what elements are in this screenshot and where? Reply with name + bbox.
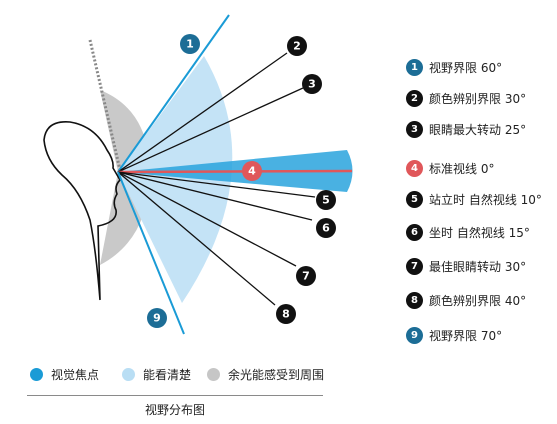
legend-label: 眼睛最大转动 25° xyxy=(429,122,527,137)
svg-text:6: 6 xyxy=(322,222,330,235)
legend-badge: 3 xyxy=(406,120,423,138)
sight-line-9 xyxy=(117,171,185,335)
legend-item-7: 7 最佳眼睛转动 30° xyxy=(406,255,526,277)
legend-item-5: 5 站立时 自然视线 10° xyxy=(406,188,542,210)
svg-text:1: 1 xyxy=(186,38,194,51)
badge-7: 7 xyxy=(296,266,316,286)
legend-badge: 4 xyxy=(406,159,423,177)
legend-item-3: 3 眼睛最大转动 25° xyxy=(406,118,526,140)
legend-badge: 7 xyxy=(406,257,423,275)
legend-badge: 5 xyxy=(406,190,423,208)
svg-text:3: 3 xyxy=(308,78,316,91)
key-item-focus: 视觉焦点 xyxy=(30,366,99,383)
svg-text:9: 9 xyxy=(153,312,161,325)
caption-divider xyxy=(27,395,323,396)
legend-badge: 9 xyxy=(406,326,423,344)
key-item-clear: 能看清楚 xyxy=(122,366,191,383)
legend-label: 坐时 自然视线 15° xyxy=(429,225,530,240)
legend-item-8: 8 颜色辨别界限 40° xyxy=(406,289,526,311)
sight-line-7 xyxy=(117,171,297,267)
legend-label: 视野界限 60° xyxy=(429,60,503,75)
svg-text:2: 2 xyxy=(293,40,301,53)
svg-text:5: 5 xyxy=(322,194,330,207)
legend-label: 视野界限 70° xyxy=(429,328,503,343)
sight-line-1 xyxy=(117,14,230,173)
legend-label: 颜色辨别界限 30° xyxy=(429,91,527,106)
legend-item-9: 9 视野界限 70° xyxy=(406,324,502,346)
sight-line-5 xyxy=(117,171,316,198)
badge-4: 4 xyxy=(242,161,262,181)
svg-text:4: 4 xyxy=(248,165,256,178)
head-profile xyxy=(43,121,122,301)
badge-5: 5 xyxy=(316,190,336,210)
sight-line-8 xyxy=(117,171,276,306)
legend-badge: 1 xyxy=(406,58,423,76)
key-label: 能看清楚 xyxy=(143,368,192,382)
focus-swatch xyxy=(30,368,43,381)
svg-text:7: 7 xyxy=(302,270,310,283)
legend-label: 标准视线 0° xyxy=(429,161,495,176)
sight-line-3 xyxy=(117,87,304,173)
legend-badge: 8 xyxy=(406,291,423,309)
key-label: 余光能感受到周围 xyxy=(228,368,325,382)
sight-line-4 xyxy=(117,169,353,174)
legend-item-2: 2 颜色辨别界限 30° xyxy=(406,87,526,109)
badge-1: 1 xyxy=(180,34,200,54)
badge-6: 6 xyxy=(316,218,336,238)
legend-label: 颜色辨别界限 40° xyxy=(429,293,527,308)
legend-item-1: 1 视野界限 60° xyxy=(406,56,502,78)
key-item-peripheral: 余光能感受到周围 xyxy=(207,366,324,383)
sight-line-6 xyxy=(117,171,313,221)
badge-8: 8 xyxy=(276,304,296,324)
legend-badge: 2 xyxy=(406,89,423,107)
sight-line-2 xyxy=(117,52,288,173)
key-label: 视觉焦点 xyxy=(51,368,100,382)
badge-3: 3 xyxy=(302,74,322,94)
svg-text:8: 8 xyxy=(282,308,290,321)
diagram-caption: 视野分布图 xyxy=(144,403,205,417)
legend-item-6: 6 坐时 自然视线 15° xyxy=(406,221,530,243)
badge-9: 9 xyxy=(147,308,167,328)
peripheral-swatch xyxy=(207,368,220,381)
legend-item-4: 4 标准视线 0° xyxy=(406,157,494,179)
legend-label: 最佳眼睛转动 30° xyxy=(429,259,527,274)
badge-2: 2 xyxy=(287,36,307,56)
legend-label: 站立时 自然视线 10° xyxy=(429,192,542,207)
clear-swatch xyxy=(122,368,135,381)
legend-badge: 6 xyxy=(406,223,423,241)
